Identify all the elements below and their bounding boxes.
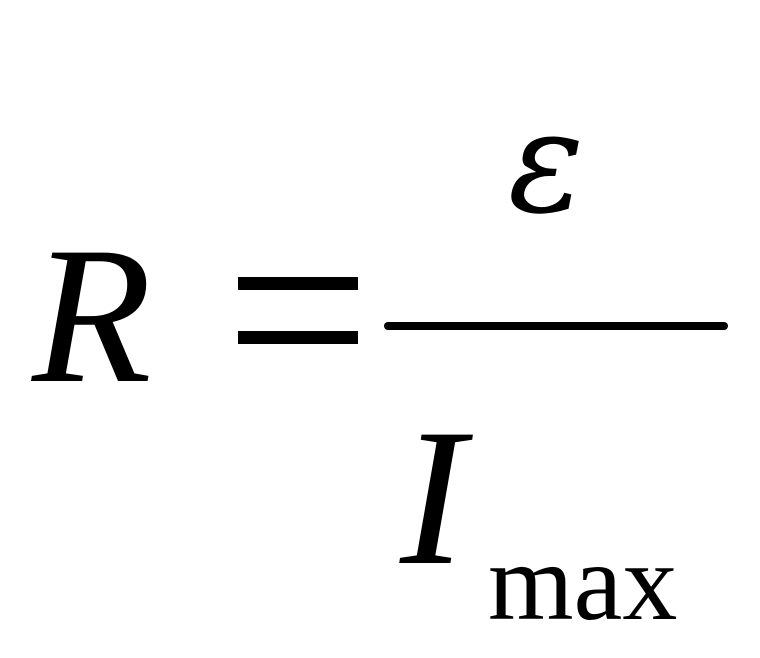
formula-numerator: ε — [508, 80, 585, 245]
formula-denominator-base: I — [400, 389, 466, 606]
equals-top-bar — [238, 277, 358, 290]
fraction-bar — [384, 322, 728, 330]
formula-lhs-symbol: R — [32, 207, 152, 424]
formula-denominator-subscript: max — [488, 521, 678, 643]
equals-bottom-bar — [238, 331, 358, 344]
